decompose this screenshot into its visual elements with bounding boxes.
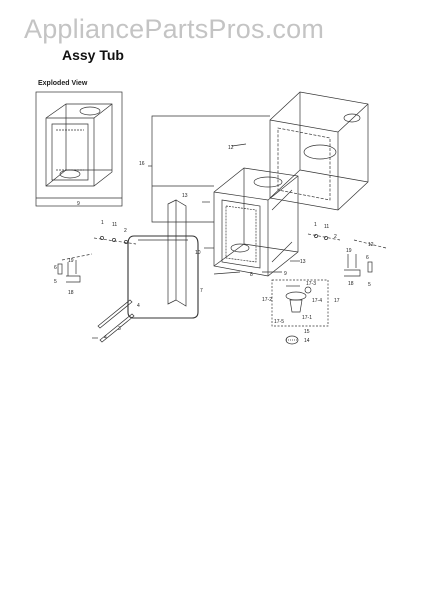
callout-18-left: 18	[68, 290, 74, 296]
callout-17-4: 17-4	[312, 298, 322, 304]
callout-5-left: 5	[54, 279, 57, 285]
callout-17-1: 17-1	[302, 315, 312, 321]
callout-2-left: 2	[124, 228, 127, 234]
callout-8: 8	[250, 272, 253, 278]
callout-4-left: 4	[137, 303, 140, 309]
callout-6-right: 6	[366, 255, 369, 261]
callout-15: 15	[304, 329, 310, 335]
callout-19-right: 19	[346, 248, 352, 254]
callout-inset-9: 9	[77, 201, 80, 207]
page-title: Assy Tub	[62, 47, 124, 63]
callout-labels: 1 11 2 12 16 13 10 13 9 7 8 4 3 4 19 6 5…	[54, 145, 374, 344]
main-tub	[213, 167, 299, 277]
callout-3: 3	[118, 326, 121, 332]
callout-13-right: 13	[300, 259, 306, 265]
callout-1-right: 1	[314, 222, 317, 228]
callout-16: 16	[139, 161, 145, 167]
inset-view	[35, 91, 123, 207]
exploded-view-label: Exploded View	[38, 80, 88, 87]
callout-14: 14	[304, 338, 310, 344]
callout-9: 9	[284, 271, 287, 277]
callout-17: 17	[334, 298, 340, 304]
callout-17-2: 17-2	[262, 297, 272, 303]
sump-assembly	[271, 279, 329, 327]
callout-2-right: 2	[334, 234, 337, 240]
callout-13-top: 13	[182, 193, 188, 199]
callout-19-left: 19	[68, 258, 74, 264]
callout-12-top: 12	[228, 145, 234, 151]
callout-12-right: 12	[368, 242, 374, 248]
callout-10: 10	[195, 250, 201, 256]
callout-6-left: 6	[54, 265, 57, 271]
callout-17-3: 17-3	[306, 281, 316, 287]
callout-7: 7	[200, 288, 203, 294]
callout-18-right: 18	[348, 281, 354, 287]
watermark-text: AppliancePartsPros.com	[24, 14, 325, 44]
callout-11-left: 11	[112, 222, 117, 228]
rear-tub	[269, 91, 369, 211]
callout-4-bottom: 4	[104, 335, 107, 341]
callout-17-5: 17-5	[274, 319, 284, 325]
callout-5-right: 5	[368, 282, 371, 288]
door-gasket	[127, 235, 199, 319]
callout-11-right: 11	[324, 224, 329, 230]
callout-1-left: 1	[101, 220, 104, 226]
